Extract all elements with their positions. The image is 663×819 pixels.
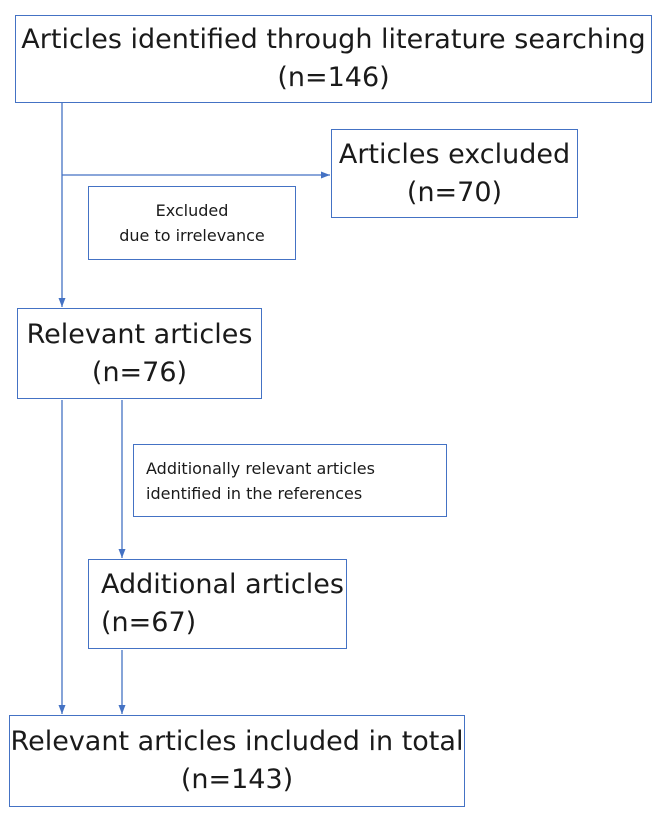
additional-count: (n=67) [101,607,197,638]
exclusion-reason-line2: due to irrelevance [119,226,265,245]
box-additional-note: Additionally relevant articles identifie… [133,444,447,517]
excluded-count: (n=70) [406,176,503,208]
additional-note-line2: identified in the references [146,483,363,503]
total-count: (n=143) [180,764,294,795]
excluded-title: Articles excluded [338,138,571,170]
relevant-title: Relevant articles [26,318,253,350]
additional-title: Additional articles [101,569,344,600]
relevant-count: (n=76) [91,356,188,388]
box-excluded: Articles excluded (n=70) [331,129,578,218]
box-identified: Articles identified through literature s… [15,15,652,103]
total-title: Relevant articles included in total [10,726,464,757]
additional-note-line1: Additionally relevant articles [146,458,375,478]
box-additional: Additional articles (n=67) [88,559,347,649]
box-exclusion-reason: Excluded due to irrelevance [88,186,296,260]
box-total: Relevant articles included in total (n=1… [9,715,465,807]
exclusion-reason-line1: Excluded [155,201,229,220]
identified-title: Articles identified through literature s… [21,24,646,55]
identified-count: (n=146) [277,62,390,93]
box-relevant: Relevant articles (n=76) [17,308,262,399]
